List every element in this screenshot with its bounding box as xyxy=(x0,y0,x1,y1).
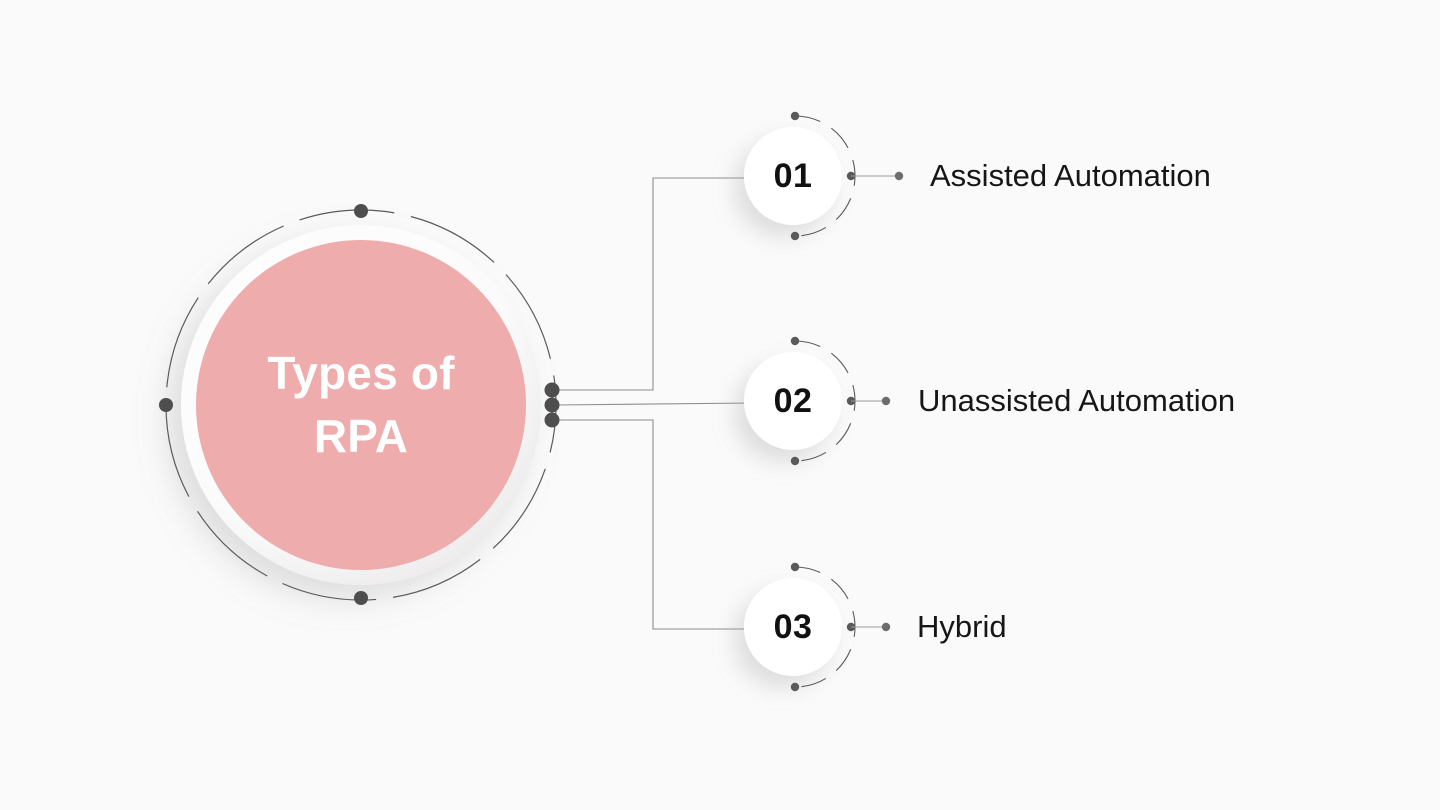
hub-circle[interactable]: Types of RPA xyxy=(196,240,526,570)
connector-lines xyxy=(555,177,753,630)
connector-line-step-1 xyxy=(555,177,753,391)
step-label-01[interactable]: Assisted Automation xyxy=(930,158,1211,193)
step-3-arc-top-dot xyxy=(790,562,800,572)
hub-connector-dots xyxy=(544,382,560,428)
step-2-arc-bottom-dot xyxy=(790,456,800,466)
step-circle-02[interactable]: 02 xyxy=(744,352,842,450)
step-number-02: 02 xyxy=(773,381,813,420)
hub-left-dot xyxy=(159,398,173,412)
step-circle-01[interactable]: 01 xyxy=(744,127,842,225)
step-1-arc-bottom-dot xyxy=(790,231,800,241)
step-label-03[interactable]: Hybrid xyxy=(917,609,1007,644)
connector-line-step-2 xyxy=(555,402,753,406)
connector-dot-3 xyxy=(544,412,560,428)
hub-top-dot xyxy=(354,204,368,218)
hub-bottom-dot xyxy=(354,591,368,605)
connector-line-step-3 xyxy=(555,419,753,630)
step-number-03: 03 xyxy=(773,607,813,646)
connector-dot-1 xyxy=(544,382,560,398)
step-3-arc-bottom-dot xyxy=(790,682,800,692)
connector-dot-2 xyxy=(544,397,560,413)
step-label-02[interactable]: Unassisted Automation xyxy=(918,383,1236,418)
step-2-arc-top-dot xyxy=(790,336,800,346)
hub-ring-dots xyxy=(159,204,368,605)
step-1-label-dot xyxy=(894,171,904,181)
step-1-arc-top-dot xyxy=(790,111,800,121)
step-number-01: 01 xyxy=(773,156,813,195)
step-3-label-dot xyxy=(881,622,891,632)
step-2-label-dot xyxy=(881,396,891,406)
hub-title: Types of RPA xyxy=(267,346,455,462)
step-circle-03[interactable]: 03 xyxy=(744,578,842,676)
